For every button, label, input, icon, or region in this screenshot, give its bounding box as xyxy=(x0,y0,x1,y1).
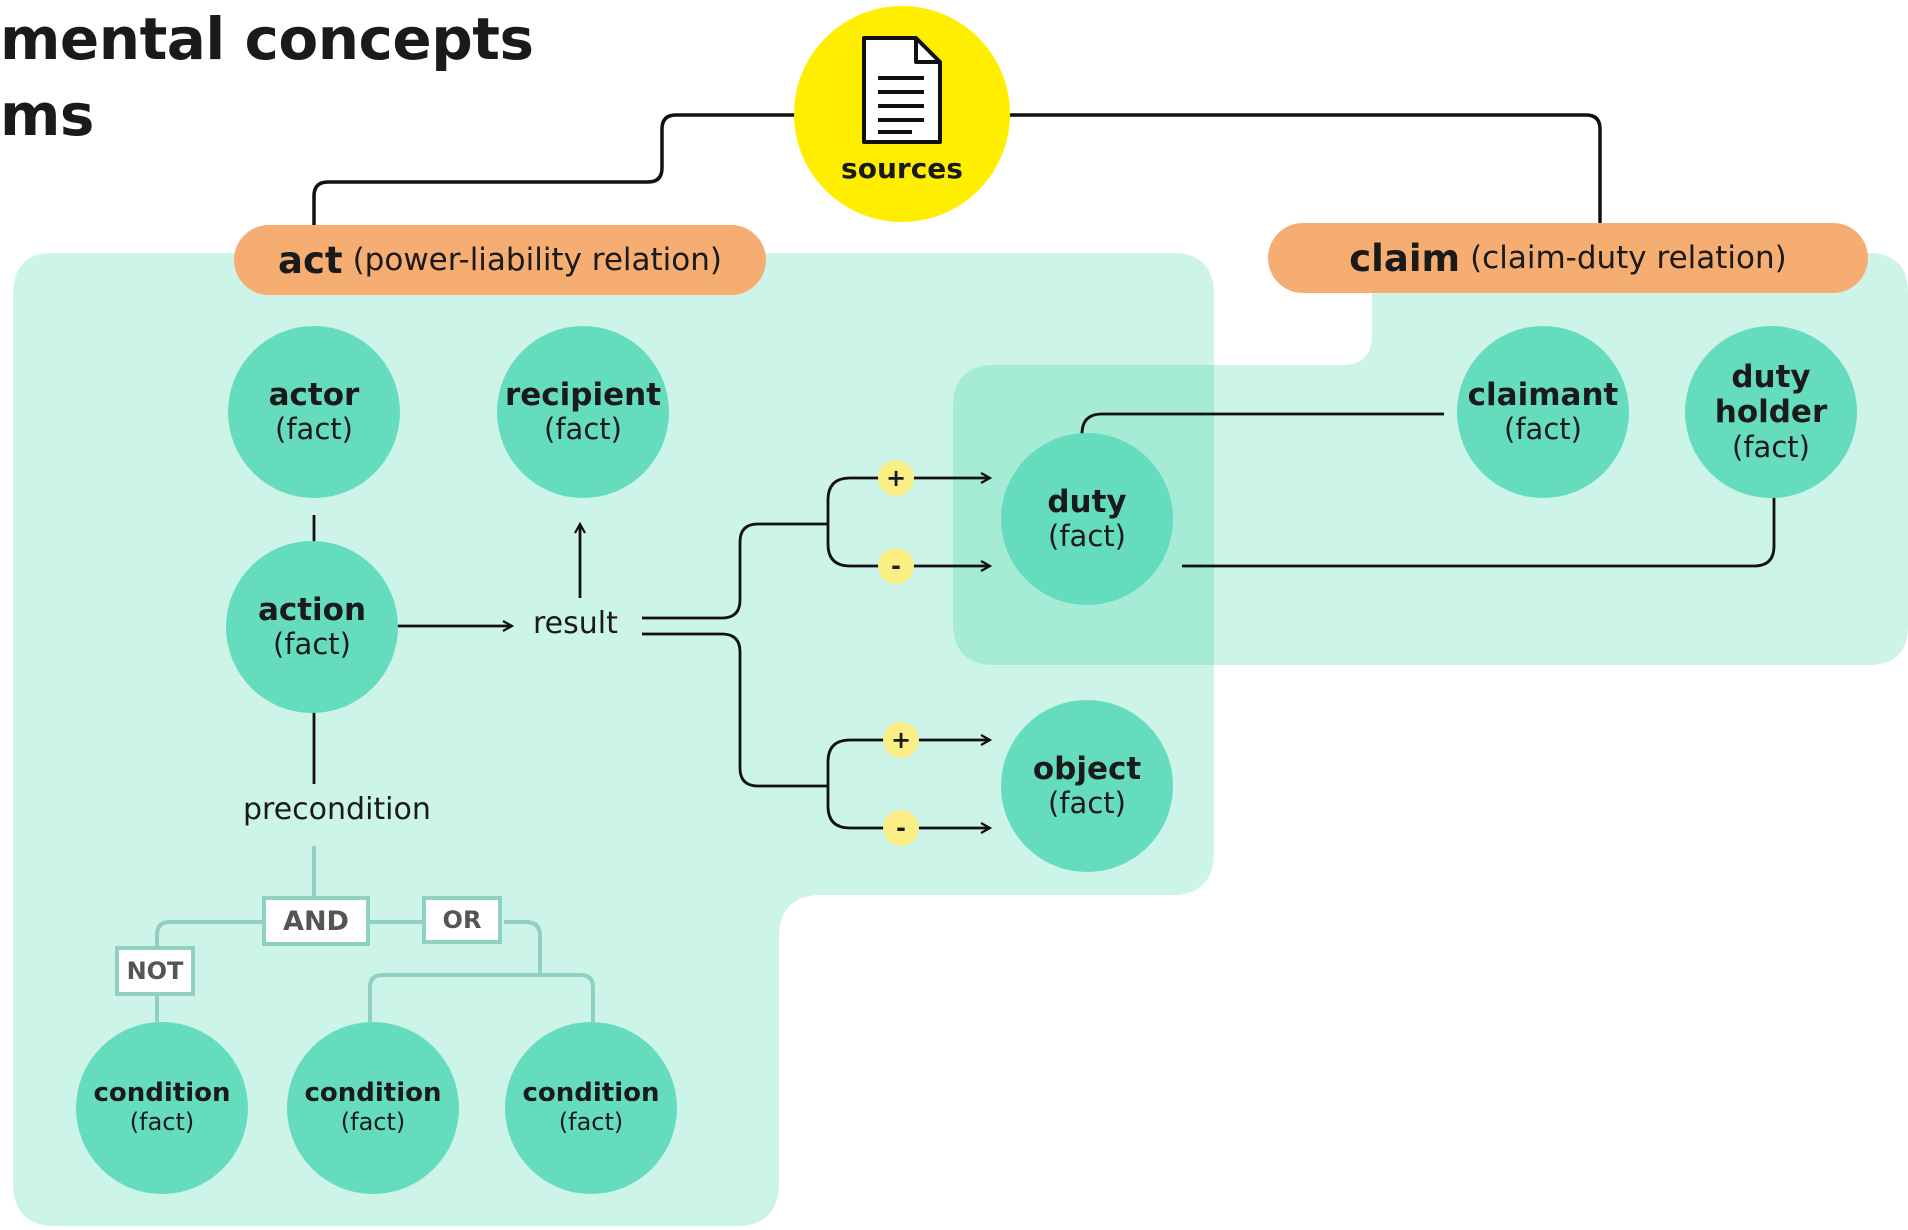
recipient-sub: (fact) xyxy=(544,412,622,447)
result-label: result xyxy=(533,606,618,641)
and-box: AND xyxy=(262,896,370,946)
duty-holder-title-1: duty xyxy=(1731,358,1811,395)
condition-node-2: condition (fact) xyxy=(287,1022,459,1194)
sources-to-act-line xyxy=(312,113,796,228)
act-keyword: act xyxy=(277,238,343,282)
duty-sub: (fact) xyxy=(1048,519,1126,554)
not-box: NOT xyxy=(115,946,195,996)
condition-1-sub: (fact) xyxy=(129,1108,195,1137)
claimant-title: claimant xyxy=(1467,376,1619,413)
or-box: OR xyxy=(422,896,502,944)
precondition-label: precondition xyxy=(243,792,431,827)
claim-header: claim (claim-duty relation) xyxy=(1268,223,1868,293)
condition-3-sub: (fact) xyxy=(558,1108,624,1137)
claim-keyword: claim xyxy=(1349,236,1461,280)
object-minus-sign: - xyxy=(883,810,919,846)
duty-holder-title-2: holder xyxy=(1714,394,1828,431)
act-header: act (power-liability relation) xyxy=(234,225,766,295)
duty-node: duty (fact) xyxy=(1001,433,1173,605)
object-sub: (fact) xyxy=(1048,786,1126,821)
actor-title: actor xyxy=(268,376,360,413)
recipient-title: recipient xyxy=(504,376,662,413)
object-plus-sign: + xyxy=(883,722,919,758)
result-to-object-branch xyxy=(642,632,828,788)
duty-plus-sign: + xyxy=(878,460,914,496)
action-title: action xyxy=(257,591,367,628)
object-node: object (fact) xyxy=(1001,700,1173,872)
condition-2-title: condition xyxy=(304,1078,442,1109)
duty-minus-sign: - xyxy=(878,548,914,584)
claimant-sub: (fact) xyxy=(1504,412,1582,447)
slide-title-line-2: ms xyxy=(0,81,94,149)
condition-3-title: condition xyxy=(522,1078,660,1109)
sources-node: sources xyxy=(794,6,1010,222)
claimant-node: claimant (fact) xyxy=(1457,326,1629,498)
condition-2-sub: (fact) xyxy=(340,1108,406,1137)
sources-label: sources xyxy=(841,152,963,185)
object-split xyxy=(826,738,851,830)
logic-tree-lines xyxy=(155,846,595,1022)
duty-holder-sub: (fact) xyxy=(1732,429,1810,464)
condition-node-3: condition (fact) xyxy=(505,1022,677,1194)
duty-title: duty xyxy=(1047,483,1127,520)
condition-node-1: condition (fact) xyxy=(76,1022,248,1194)
actor-node: actor (fact) xyxy=(228,326,400,498)
result-to-duty-branch xyxy=(642,522,828,620)
condition-1-title: condition xyxy=(93,1078,231,1109)
recipient-node: recipient (fact) xyxy=(497,326,669,498)
duty-holder-node: duty holder (fact) xyxy=(1685,326,1857,498)
duty-split xyxy=(826,476,851,568)
action-node: action (fact) xyxy=(226,541,398,713)
actor-sub: (fact) xyxy=(275,412,353,447)
object-title: object xyxy=(1032,750,1142,787)
duty-to-holder-arrow xyxy=(1182,478,1774,568)
claim-relation: (claim-duty relation) xyxy=(1470,240,1787,276)
document-icon xyxy=(862,36,942,144)
action-sub: (fact) xyxy=(273,627,351,662)
slide-title-line-1: mental concepts xyxy=(0,5,534,73)
act-relation: (power-liability relation) xyxy=(352,242,723,278)
sources-to-claim-line xyxy=(1008,113,1602,225)
